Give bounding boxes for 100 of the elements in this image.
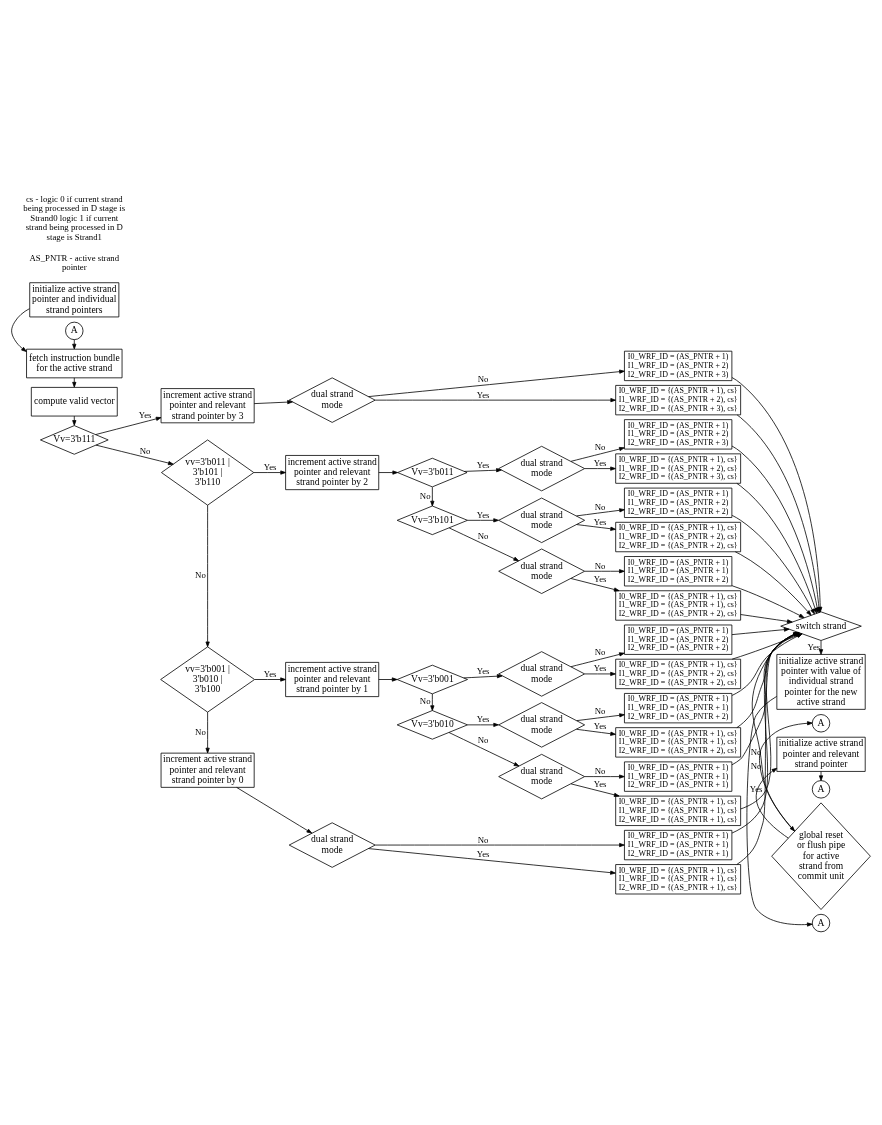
edge-label: No [750,761,762,772]
node-diamond: dual strand mode [498,548,586,594]
node-box: I0_WRF_ID = (AS_PNTR + 1) I1_WRF_ID = (AS_PNTR + 2) I2_WRF_ID = (AS_PNTR + 3) [624,350,733,382]
arrow [576,728,616,736]
arrow [463,468,502,473]
edge-label: No [594,646,606,657]
node-box: I0_WRF_ID = (AS_PNTR + 1) I1_WRF_ID = (AS_PNTR + 2) I2_WRF_ID = (AS_PNTR + 2) [624,487,733,518]
arrow [818,771,824,781]
arrow [430,693,435,711]
node-box: compute valid vector [30,387,118,417]
node-box: initialize active strand pointer and individual strand pointers [29,282,120,318]
node-diamond: Vv=3'b101 [396,505,468,536]
arrow [576,508,625,517]
node-box: I0_WRF_ID = {(AS_PNTR + 1), cs} I1_WRF_ID = {(AS_PNTR + 1), cs} I2_WRF_ID = {(AS_PNTR + 2), cs} [615,727,742,758]
node-diamond: Vv=3'b001 [396,664,468,695]
edge-label: No [594,766,606,777]
arrow [236,787,313,834]
arrow [448,732,520,767]
edge-label: No [594,442,606,453]
node-diamond: Vv=3'b011 [397,457,468,488]
edge-label: No [477,531,489,542]
node-box: I0_WRF_ID = {(AS_PNTR + 1), cs} I1_WRF_ID = {(AS_PNTR + 1), cs} I2_WRF_ID = {(AS_PNTR + 2), cs} [615,590,742,621]
edge-label: No [477,735,489,746]
node-diamond: dual strand mode [288,822,376,868]
node-box: I0_WRF_ID = (AS_PNTR + 1) I1_WRF_ID = (AS_PNTR + 2) I2_WRF_ID = (AS_PNTR + 3) [624,419,733,450]
edge-label: Yes [593,720,607,731]
arrow [570,652,625,668]
edge-label: Yes [593,458,607,469]
edge-label: No [477,374,489,385]
node-box: I0_WRF_ID = {(AS_PNTR + 1), cs} I1_WRF_ID = {(AS_PNTR + 1), cs} I2_WRF_ID = {(AS_PNTR + 1), cs} [615,864,742,895]
edge-label: Yes [476,389,490,400]
node-circle: A [65,321,84,341]
arrow [584,569,625,574]
arrow [378,677,398,682]
arrow [95,444,174,466]
arrow [467,518,499,523]
node-box: increment active strand pointer and relevant strand pointer by 2 [285,455,380,491]
node-box: I0_WRF_ID = {(AS_PNTR + 1), cs} I1_WRF_ID = {(AS_PNTR + 1), cs} I2_WRF_ID = {(AS_PNTR + 1), cs} [615,795,742,826]
edge-label: No [419,696,431,707]
edge-label: Yes [593,516,607,527]
arrow [11,308,30,352]
edge-label: Yes [476,665,490,676]
node-circle: A [811,913,831,933]
node-diamond: Vv=3'b111 [40,425,109,455]
node-circle: A [811,780,831,799]
arrow [253,470,286,475]
node-box: I0_WRF_ID = (AS_PNTR + 1) I1_WRF_ID = (AS_PNTR + 1) I2_WRF_ID = (AS_PNTR + 2) [624,556,733,587]
node-diamond: dual strand mode [498,753,586,800]
node-box: I0_WRF_ID = (AS_PNTR + 1) I1_WRF_ID = (AS_PNTR + 1) I2_WRF_ID = (AS_PNTR + 2) [624,693,733,724]
arrow [736,482,818,614]
edge-label: Yes [263,462,277,473]
edge-label: Yes [593,778,607,789]
node-box: I0_WRF_ID = (AS_PNTR + 1) I1_WRF_ID = (AS_PNTR + 2) I2_WRF_ID = (AS_PNTR + 2) [624,624,733,655]
arrow [734,551,812,616]
node-box: increment active strand pointer and relevant strand pointer by 0 [160,752,255,788]
edge-label: Yes [593,574,607,585]
node-diamond: vv=3'b001 | 3'b010 | 3'b100 [160,646,255,713]
arrow [576,713,625,721]
node-circle: A [811,714,831,733]
arrow [205,504,210,648]
edge-label: No [195,726,206,737]
arrow [731,515,815,615]
node-diamond: vv=3'b011 | 3'b101 | 3'b110 [161,439,255,506]
arrow [570,447,625,462]
arrow [374,843,625,848]
edge-label: No [594,501,606,512]
node-box: I0_WRF_ID = {(AS_PNTR + 1), cs} I1_WRF_ID = {(AS_PNTR + 2), cs} I2_WRF_ID = {(AS_PNTR + 2), cs} [615,521,742,553]
edge-label: No [139,446,151,457]
edge-label: No [594,560,606,571]
edge-label: Yes [476,509,490,520]
arrow [368,369,625,397]
edge-label: Yes [593,663,607,674]
edge-label: Yes [476,848,490,859]
arrow [467,722,499,727]
edge-label: Yes [749,783,763,794]
arrow [584,466,616,471]
arrow [448,527,520,562]
arrow [818,640,824,655]
edge-label: No [594,706,606,717]
node-box: I0_WRF_ID = (AS_PNTR + 1) I1_WRF_ID = (AS_PNTR + 1) I2_WRF_ID = (AS_PNTR + 1) [624,829,733,861]
arrow [584,774,625,779]
arrow [570,578,620,592]
node-diamond: dual strand mode [498,497,586,543]
edge-label: No [477,834,489,845]
edge-label: Yes [476,460,490,471]
arrow [368,848,616,875]
arrow [576,524,616,531]
arrow [746,696,813,927]
arrow [205,711,210,754]
arrow [584,671,616,676]
arrow [731,627,790,636]
arrow [72,377,77,388]
arrow [254,677,286,682]
node-box: I0_WRF_ID = {(AS_PNTR + 1), cs} I1_WRF_ID = {(AS_PNTR + 2), cs} I2_WRF_ID = {(AS_PNTR + 3), cs} [615,453,742,484]
arrow [95,416,162,435]
edge-label: Yes [263,668,277,679]
arrow [463,674,503,679]
arrow [740,614,793,624]
node-box: increment active strand pointer and relevant strand pointer by 3 [160,388,255,424]
node-box: fetch instruction bundle for the active strand [26,348,123,379]
